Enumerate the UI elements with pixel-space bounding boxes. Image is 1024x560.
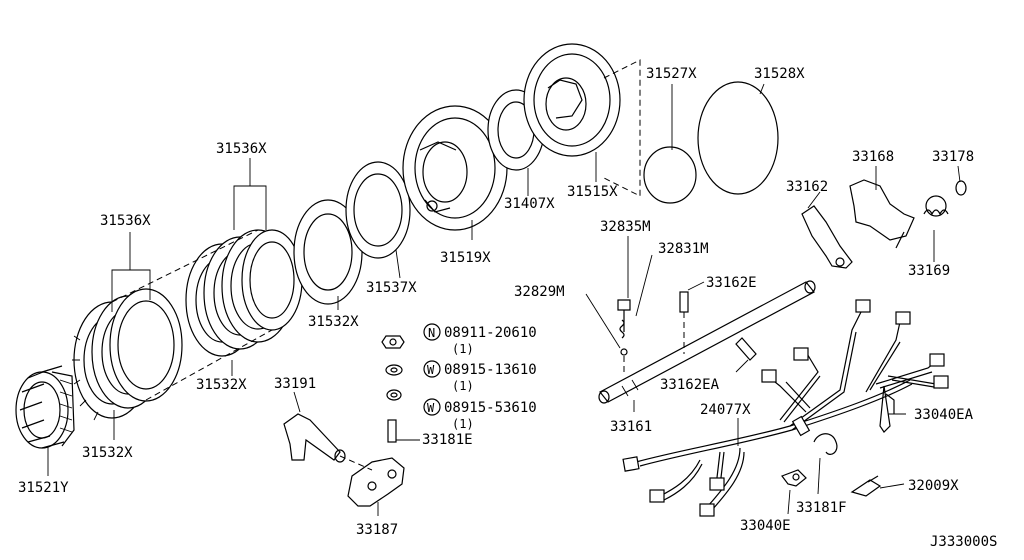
label-33191: 33191 (274, 376, 316, 392)
label-24077x: 24077X (700, 402, 751, 418)
clip-33040e (781, 469, 807, 487)
label-33181e: 33181E (422, 432, 473, 448)
clutch-plates-middle (185, 229, 303, 357)
label-33169: 33169 (908, 263, 950, 279)
o-ring-31528x (697, 81, 779, 195)
label-33187: 33187 (356, 522, 398, 538)
label-31521y: 31521Y (18, 480, 69, 496)
fastener-qty-3: (1) (452, 417, 474, 431)
label-31515x: 31515X (567, 184, 618, 200)
harness-24077x (622, 299, 949, 517)
clip-33181f (813, 433, 838, 455)
label-33040ea: 33040EA (914, 407, 974, 423)
shaft-33191 (283, 413, 346, 463)
washer-icon-2 (386, 389, 402, 401)
drum-31515x (523, 43, 621, 157)
label-31536x-left: 31536X (100, 213, 151, 229)
spring-32831m (619, 319, 625, 339)
label-33161: 33161 (610, 419, 652, 435)
pin-33162e (679, 291, 689, 313)
fastener-callout-3: W 08915-53610 (1) (423, 398, 537, 431)
fastener-number-2: 08915-13610 (444, 362, 537, 378)
fastener-callout-1: N 08911-20610 (1) (423, 323, 537, 356)
bolt-32835m (617, 299, 631, 332)
nut-icon (381, 335, 405, 349)
lever-33187 (347, 457, 405, 507)
fastener-qty-1: (1) (452, 342, 474, 356)
label-33040e: 33040E (740, 518, 791, 534)
clutch-drum-31521y (15, 365, 75, 449)
pin-33162ea (735, 337, 757, 361)
label-33162: 33162 (786, 179, 828, 195)
clutch-plates-left-31532x (72, 288, 183, 421)
fastener-marker-w2: W (427, 401, 435, 415)
ring-33178 (955, 180, 967, 196)
label-31407x: 31407X (504, 196, 555, 212)
o-ring-31527x (643, 146, 697, 204)
ball-32829m (620, 348, 628, 356)
spring-33169 (923, 195, 949, 217)
label-31536x-top: 31536X (216, 141, 267, 157)
fastener-marker-w1: W (427, 363, 435, 377)
label-31532x-mid: 31532X (308, 314, 359, 330)
clip-32009x (850, 475, 882, 497)
fastener-number-3: 08915-53610 (444, 400, 537, 416)
label-33181f: 33181F (796, 500, 847, 516)
diagram-code: J333000S (930, 534, 997, 550)
washer-icon-1 (385, 364, 403, 376)
label-31528x: 31528X (754, 66, 805, 82)
label-32831m: 32831M (658, 241, 709, 257)
label-31532x-center: 31532X (196, 377, 247, 393)
label-31537x: 31537X (366, 280, 417, 296)
label-32835m: 32835M (600, 219, 651, 235)
fastener-number-1: 08911-20610 (444, 325, 537, 341)
fastener-qty-2: (1) (452, 379, 474, 393)
label-32009x: 32009X (908, 478, 959, 494)
fastener-callout-2: W 08915-13610 (1) (423, 360, 537, 393)
fork-33162 (801, 205, 853, 269)
shift-rod-33161 (598, 280, 816, 404)
fastener-marker-n: N (428, 326, 435, 340)
label-33162ea: 33162EA (660, 377, 720, 393)
label-33162e: 33162E (706, 275, 757, 291)
clip-33040ea (879, 385, 895, 433)
fork-33168 (849, 179, 915, 249)
bolt-33181e (387, 419, 397, 443)
label-33178: 33178 (932, 149, 974, 165)
leader-lines (47, 83, 961, 516)
label-31527x: 31527X (646, 66, 697, 82)
label-32829m: 32829M (514, 284, 565, 300)
label-33168: 33168 (852, 149, 894, 165)
label-31519x: 31519X (440, 250, 491, 266)
clutch-plate-31537x (345, 161, 411, 259)
label-31532x-bottom: 31532X (82, 445, 133, 461)
